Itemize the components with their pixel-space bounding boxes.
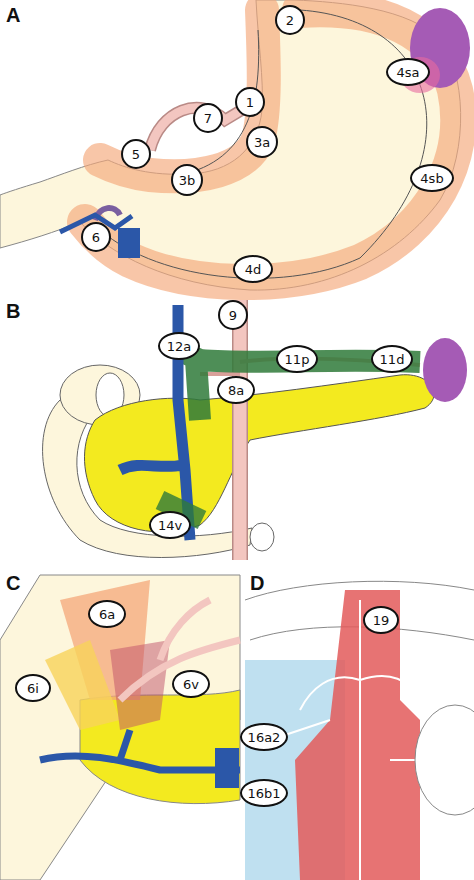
station-number: 16a2 (248, 731, 281, 744)
panel-b-pancreas (43, 300, 467, 560)
station-number: 14v (158, 519, 182, 532)
greater-curvature-vessel (95, 10, 427, 278)
aortic-branches (270, 600, 430, 880)
station-number: 6a (99, 608, 115, 621)
callout-number: 14v (149, 511, 191, 539)
station-number: 4sb (420, 172, 443, 185)
greater-curvature-band (85, 9, 458, 282)
callout-number: 3b (171, 164, 203, 196)
callout-number: 4d (233, 255, 273, 283)
vein-stub (215, 748, 239, 788)
duodenum-area (0, 575, 240, 880)
station-6i-area (45, 640, 120, 730)
panel-c-pylorus (0, 575, 240, 880)
kidney (415, 705, 474, 815)
callout-number: 19 (363, 606, 399, 634)
callout-number: 16a2 (240, 723, 288, 751)
station-number: 11d (380, 353, 405, 366)
mesenteric-vein (40, 730, 240, 770)
station-number: 9 (229, 309, 237, 322)
station-number: 16b1 (247, 787, 280, 800)
callout-number: 1 (235, 87, 265, 117)
callout-number: 4sb (410, 164, 454, 192)
panel-letter: A (6, 4, 20, 27)
callout-number: 7 (193, 103, 223, 133)
station-number: 11p (285, 353, 310, 366)
station-number: 19 (373, 614, 390, 627)
station-number: 4d (245, 263, 262, 276)
station-number: 6i (27, 682, 39, 695)
aorta-outline (232, 300, 248, 560)
callout-number: 12a (158, 332, 200, 360)
callout-number: 11p (276, 345, 318, 373)
callout-number: 2 (275, 5, 305, 35)
jejunum-cut (250, 523, 274, 551)
panel-letter: D (250, 572, 264, 595)
spleen (423, 338, 467, 402)
stomach-outline (0, 0, 461, 290)
callout-number: 6v (172, 670, 210, 698)
callout-number: 5 (121, 139, 151, 169)
callout-number: 8a (217, 376, 255, 404)
pancreas (84, 375, 434, 532)
station-number: 8a (228, 384, 244, 397)
gastroduodenal-artery (120, 600, 240, 700)
station-number: 7 (204, 112, 212, 125)
callout-number: 9 (218, 300, 248, 330)
callout-number: 6 (81, 222, 111, 252)
callout-number: 3a (246, 126, 278, 158)
panel-a-stomach (0, 0, 470, 290)
panel-letter: C (6, 572, 20, 595)
station-number: 12a (167, 340, 192, 353)
callout-number: 6a (88, 600, 126, 628)
portal-vein-stub (118, 228, 140, 258)
station-number: 5 (132, 148, 140, 161)
panel-d-paraaortic (245, 581, 474, 880)
callout-number: 6i (15, 674, 51, 702)
station-number: 3a (254, 136, 270, 149)
station-number: 3b (179, 174, 196, 187)
station-number: 6v (183, 678, 199, 691)
callout-number: 4sa (386, 58, 430, 86)
station-number: 4sa (396, 66, 419, 79)
paraaortic-area-red (295, 590, 420, 880)
callout-number: 11d (371, 345, 413, 373)
panel-letter: B (6, 300, 20, 323)
callout-number: 16b1 (240, 779, 288, 807)
aorta (234, 300, 247, 560)
station-number: 2 (286, 14, 294, 27)
station-band-green (178, 350, 420, 420)
station-number: 1 (246, 96, 254, 109)
station-number: 6 (92, 231, 100, 244)
